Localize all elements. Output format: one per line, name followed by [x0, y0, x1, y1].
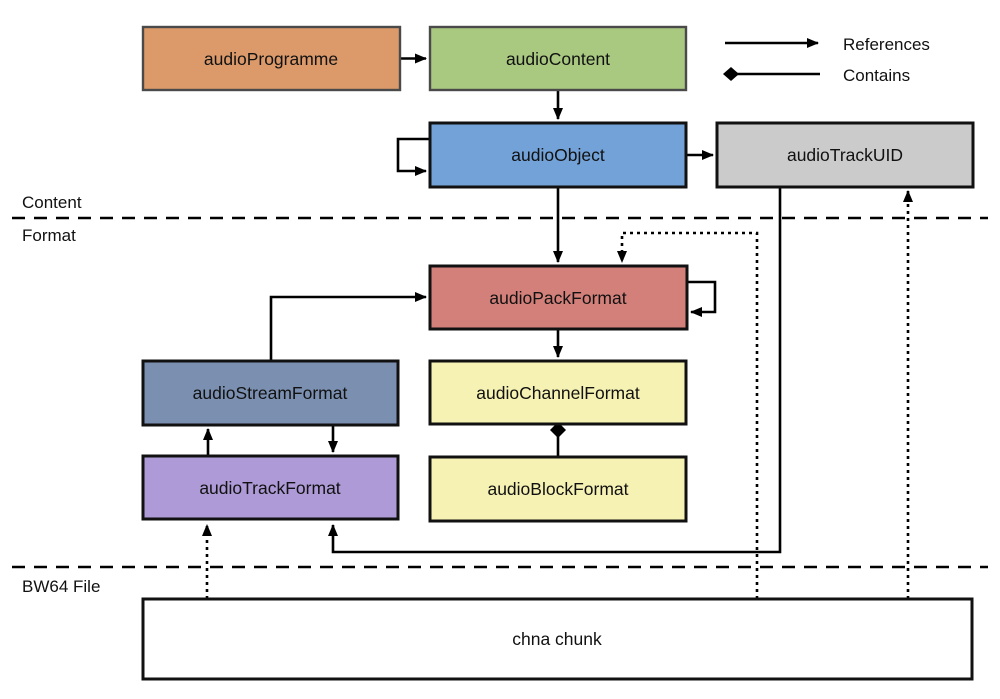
label-format-section: Format	[22, 226, 76, 245]
audio-stream-format-label: audioStreamFormat	[193, 383, 348, 403]
label-bw64-section: BW64 File	[22, 577, 100, 596]
contains-diamond-channel-block	[550, 422, 566, 438]
audio-content-label: audioContent	[506, 49, 610, 69]
audio-channel-format-label: audioChannelFormat	[476, 383, 640, 403]
node-audio-block-format: audioBlockFormat	[428, 455, 688, 523]
audio-trackuid-box	[715, 121, 975, 189]
audio-block-format-label: audioBlockFormat	[487, 479, 628, 499]
node-audio-trackuid: audioTrackUID	[715, 121, 975, 189]
audio-track-format-label: audioTrackFormat	[199, 478, 340, 498]
legend: References Contains	[723, 35, 930, 85]
audio-trackuid-label: audioTrackUID	[787, 145, 903, 165]
legend-contains-label: Contains	[843, 66, 910, 85]
node-audio-channel-format: audioChannelFormat	[428, 359, 688, 426]
node-audio-programme: audioProgramme	[141, 25, 402, 92]
audio-programme-label: audioProgramme	[204, 49, 338, 69]
edge-pack-self-loop	[687, 280, 717, 317]
node-audio-stream-format: audioStreamFormat	[141, 359, 400, 427]
audio-pack-format-label: audioPackFormat	[489, 288, 626, 308]
audio-channel-format-box	[428, 359, 688, 426]
chna-chunk-box	[141, 597, 974, 681]
node-audio-pack-format: audioPackFormat	[428, 264, 689, 331]
legend-references-label: References	[843, 35, 930, 54]
chna-chunk-label: chna chunk	[512, 629, 602, 649]
edge-trackuid-references-track	[328, 187, 782, 554]
node-audio-track-format: audioTrackFormat	[141, 454, 400, 521]
node-audio-content: audioContent	[428, 25, 688, 92]
audio-object-box	[428, 121, 688, 189]
node-chna-chunk: chna chunk	[141, 597, 974, 681]
edge-chna-references-pack-dotted	[617, 231, 759, 599]
label-content-section: Content	[22, 193, 82, 212]
audio-object-label: audioObject	[511, 145, 605, 165]
audio-stream-format-box	[141, 359, 400, 427]
audio-content-box	[428, 25, 688, 92]
edge-object-self-loop	[396, 137, 430, 176]
audio-programme-box	[141, 25, 402, 92]
audio-block-format-box	[428, 455, 688, 523]
node-audio-object: audioObject	[428, 121, 688, 189]
edge-stream-references-pack	[269, 292, 427, 361]
audio-pack-format-box	[428, 264, 689, 331]
audio-track-format-box	[141, 454, 400, 521]
